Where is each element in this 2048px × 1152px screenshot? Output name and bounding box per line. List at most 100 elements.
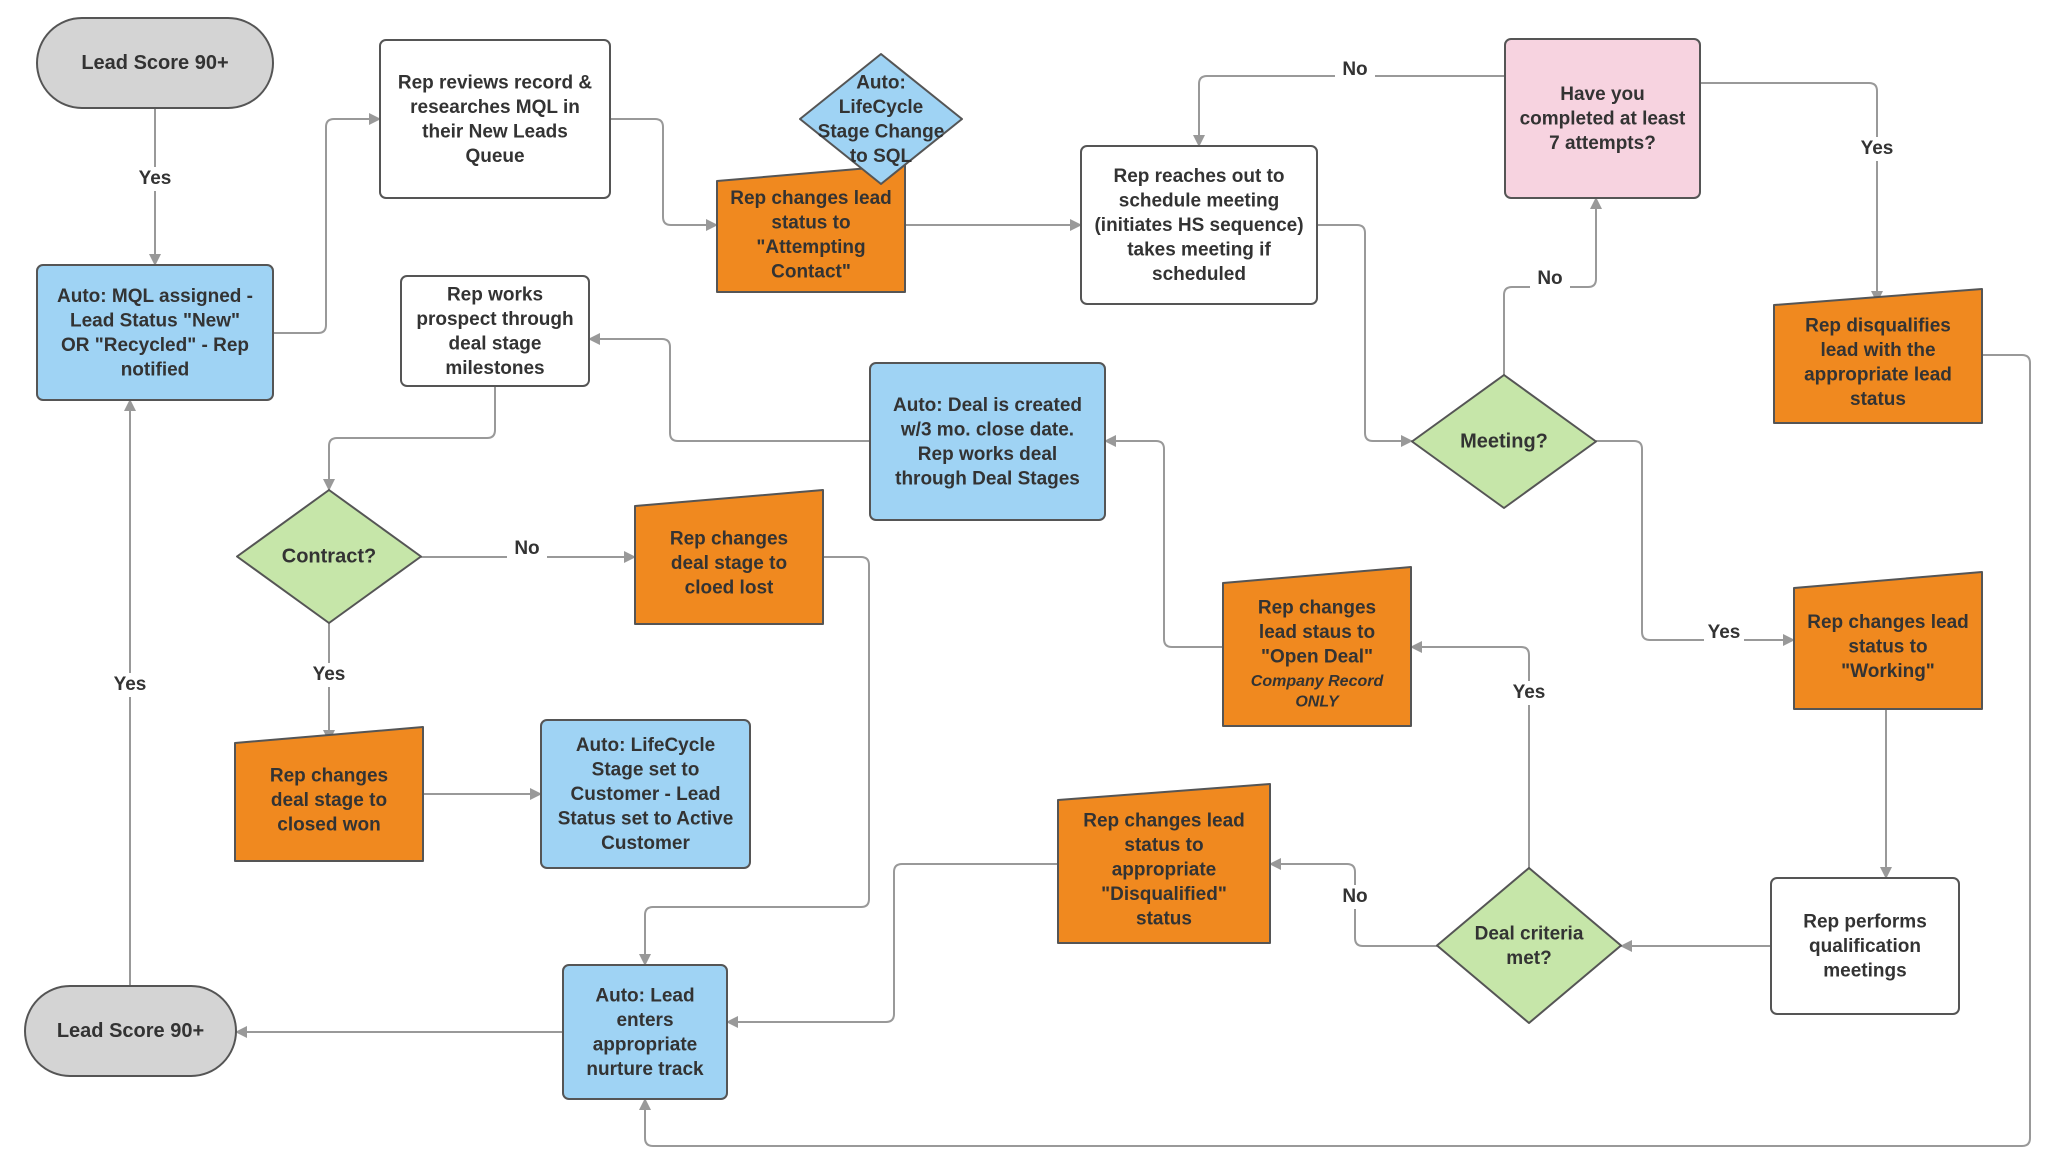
edge-label-bg — [1530, 267, 1570, 291]
node-text-line: Rep disqualifies — [1805, 315, 1951, 336]
node-deal-criteria-decision: Deal criteria met? — [1436, 867, 1622, 1024]
node-text-line: OR "Recycled" - Rep — [61, 335, 249, 356]
node-text-line: Lead Status "New" — [70, 310, 240, 331]
node-shape — [1436, 867, 1622, 1024]
node-shape — [1773, 288, 1983, 424]
edge-label-yes-attempts: Yes — [1861, 138, 1894, 159]
node-text-line: Queue — [465, 146, 524, 167]
node-text-line: Auto: Deal is created — [893, 395, 1082, 416]
node-text-line: Status set to Active — [558, 809, 734, 830]
node-lead-score-bottom: Lead Score 90+ — [24, 985, 237, 1077]
node-text-line: appropriate — [593, 1034, 698, 1055]
node-shape — [1793, 571, 1983, 710]
edge-label-bg — [135, 167, 175, 191]
node-text-line: Rep performs — [1803, 912, 1927, 933]
node-text-line: lead with the — [1820, 340, 1935, 361]
node-text-line: Auto: LifeCycle — [576, 735, 715, 756]
node-text-line: to SQL — [850, 146, 913, 167]
node-text-line: deal stage to — [671, 553, 787, 574]
node-shape — [562, 964, 728, 1100]
node-text-line: "Disqualified" — [1101, 884, 1227, 905]
node-shape — [1504, 38, 1701, 199]
node-text-line: Rep works deal — [918, 444, 1057, 465]
node-shape — [1770, 877, 1960, 1015]
node-text-line: meetings — [1823, 961, 1906, 982]
edge-lost-to-nurture — [639, 556, 870, 966]
node-text-line: lead staus to — [1259, 622, 1375, 643]
edge-label-yes-meeting: Yes — [1708, 622, 1741, 643]
node-text-line: Customer - Lead — [571, 784, 721, 805]
node-meeting-decision: Meeting? — [1411, 374, 1597, 509]
node-text-line: status to — [1848, 637, 1927, 658]
node-text-line: schedule meeting — [1119, 191, 1280, 212]
node-text-line: researches MQL in — [410, 97, 580, 118]
node-text-line: Rep works — [447, 284, 543, 305]
node-text-line: closed won — [277, 815, 380, 836]
edge-label-bg — [1704, 621, 1744, 645]
node-text-line: Have you — [1560, 84, 1644, 105]
edge-label-bg — [1335, 885, 1375, 909]
node-text-line: LifeCycle — [839, 97, 923, 118]
node-shape — [236, 489, 422, 624]
node-text-line: Rep changes lead — [1083, 811, 1245, 832]
node-text-line: through Deal Stages — [895, 468, 1080, 489]
node-text-line: Stage Change — [818, 121, 945, 142]
edge-mql-to-reviews — [273, 113, 381, 334]
node-text-line: "Working" — [1841, 661, 1935, 682]
node-text-line: met? — [1506, 948, 1551, 969]
node-shape — [1411, 374, 1597, 509]
edge-label-yes-top: Yes — [139, 168, 172, 189]
node-text-line: their New Leads — [422, 121, 568, 142]
node-shape — [716, 164, 906, 293]
node-shape — [1222, 566, 1412, 727]
node-contract-decision: Contract? — [236, 489, 422, 624]
edge-label-bg — [1335, 58, 1375, 82]
node-text-line: prospect through — [416, 309, 573, 330]
edge-label-no-attempts: No — [1342, 59, 1367, 80]
edge-meeting-yes-to-working — [1596, 440, 1795, 646]
edge-label-yes-contract: Yes — [313, 664, 346, 685]
edge-attempts-no-to-reaches — [1193, 75, 1505, 147]
edge-label-no-meeting: No — [1537, 268, 1562, 289]
node-text-line: Customer — [601, 833, 690, 854]
edge-label-bg — [507, 537, 547, 561]
node-text-line: status — [1136, 909, 1192, 930]
node-text-line: w/3 mo. close date. — [900, 419, 1074, 440]
node-shape — [634, 489, 824, 625]
node-text-line: nurture track — [586, 1059, 704, 1080]
node-subtext-line: Company Record — [1251, 673, 1385, 690]
node-shape — [540, 719, 751, 869]
edge-label-yes-bottom: Yes — [114, 674, 147, 695]
edge-reaches-to-meeting — [1317, 224, 1413, 447]
node-text-line: Auto: MQL assigned - — [57, 286, 253, 307]
node-text-line: Stage set to — [592, 760, 700, 781]
node-text-line: deal stage — [449, 333, 542, 354]
edge-label-bg — [110, 673, 150, 697]
node-text-line: appropriate lead — [1804, 364, 1952, 385]
node-text-line: Deal criteria — [1475, 923, 1584, 944]
node-text-line: Contact" — [771, 261, 851, 282]
node-shape — [36, 264, 274, 401]
node-deal-created: Auto: Deal is created w/3 mo. close date.… — [869, 362, 1106, 521]
node-rep-disqualifies: Rep disqualifies lead with the appropriate… — [1773, 288, 1983, 424]
node-shape — [24, 985, 237, 1077]
node-text-line: Lead Score 90+ — [57, 1020, 204, 1042]
node-lead-score-top: Lead Score 90+ — [36, 17, 274, 109]
node-shape — [36, 17, 274, 109]
node-text-line: cloed lost — [685, 578, 774, 599]
node-text-line: Auto: — [856, 72, 906, 93]
node-text-line: appropriate — [1112, 860, 1217, 881]
edge-reviews-to-attempting — [610, 118, 718, 231]
node-shape — [400, 275, 590, 387]
edge-label-bg — [309, 663, 349, 687]
node-text-line: (initiates HS sequence) — [1094, 215, 1303, 236]
node-shape — [1080, 145, 1318, 305]
